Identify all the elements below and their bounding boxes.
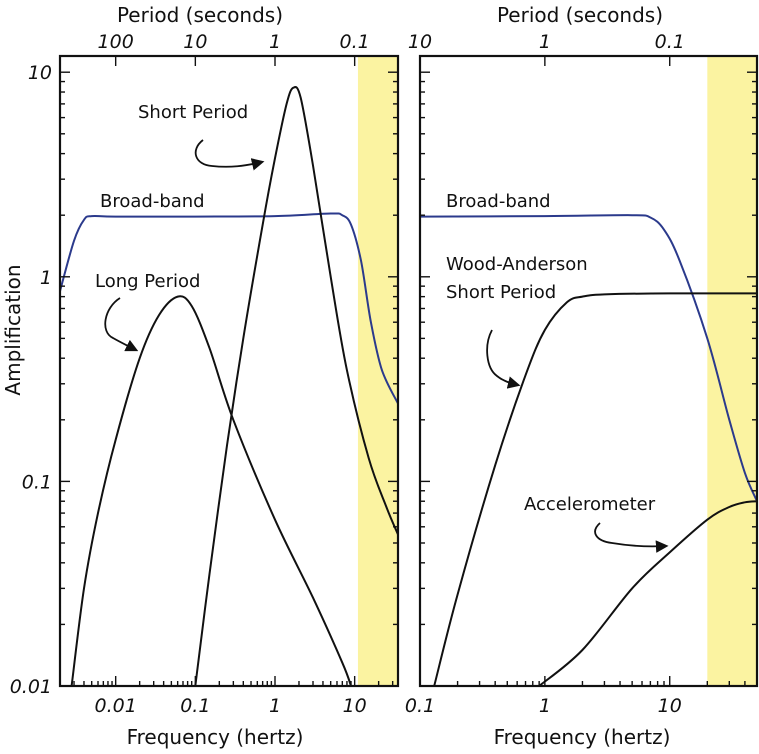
- left-x-axis-title: Frequency (hertz): [127, 725, 304, 749]
- right-top-axis-title: Period (seconds): [497, 3, 663, 27]
- x-tick-label: 0.1: [405, 695, 435, 717]
- accelerometer-label: Accelerometer: [524, 494, 656, 515]
- top-tick-label: 100: [98, 31, 134, 53]
- top-tick-label: 0.1: [655, 31, 685, 53]
- left-axis-ticks: 0.01 0.1 1 10 100 10 1 0.1 0.01 0.1 1 10: [10, 31, 398, 717]
- x-tick-label: 1: [269, 695, 281, 717]
- x-tick-label: 10: [658, 695, 682, 717]
- right-shaded-band: [707, 56, 757, 686]
- x-tick-label: 1: [539, 695, 551, 717]
- wood-anderson-label-line2: Short Period: [446, 282, 556, 303]
- short-period-arrow: [194, 139, 265, 171]
- left-panel: 0.01 0.1 1 10 100 10 1 0.1 0.01 0.1 1 10 Period (se…: [1, 3, 400, 749]
- right-broadband-label: Broad-band: [446, 191, 551, 212]
- y-tick-label: 1: [40, 267, 52, 289]
- accelerometer-arrow: [594, 522, 669, 553]
- right-broadband-curve: [420, 214, 757, 503]
- right-plot-frame: [418, 54, 759, 688]
- top-tick-label: 1: [539, 31, 551, 53]
- long-period-arrow: [104, 297, 139, 352]
- long-period-label: Long Period: [95, 271, 200, 292]
- x-tick-label: 0.1: [180, 695, 210, 717]
- left-broadband-curve: [60, 212, 398, 405]
- y-tick-label: 10: [28, 62, 52, 84]
- left-top-axis-title: Period (seconds): [117, 3, 283, 27]
- top-tick-label: 10: [408, 31, 432, 53]
- wood-anderson-arrow: [486, 329, 521, 389]
- right-axis-ticks: 0.1 1 10 10 1 0.1: [405, 31, 758, 717]
- y-axis-title: Amplification: [1, 264, 25, 395]
- y-tick-label: 0.1: [22, 471, 52, 493]
- y-tick-label: 0.01: [10, 676, 52, 698]
- right-x-axis-title: Frequency (hertz): [494, 725, 671, 749]
- right-panel: 0.1 1 10 10 1 0.1 Period (seconds) Frequency …: [405, 3, 759, 749]
- top-tick-label: 1: [269, 31, 281, 53]
- short-period-label: Short Period: [138, 102, 248, 123]
- left-plot-frame: [58, 54, 400, 688]
- left-broadband-label: Broad-band: [100, 191, 205, 212]
- left-short-period-curve: [194, 86, 398, 686]
- top-tick-label: 10: [183, 31, 207, 53]
- x-tick-label: 10: [343, 695, 367, 717]
- x-tick-label: 0.01: [95, 695, 137, 717]
- top-tick-label: 0.1: [340, 31, 370, 53]
- wood-anderson-curve: [433, 292, 757, 686]
- accelerometer-curve: [538, 500, 757, 686]
- left-long-period-curve: [70, 295, 352, 686]
- left-shaded-band: [357, 56, 398, 686]
- wood-anderson-label-line1: Wood-Anderson: [446, 254, 588, 275]
